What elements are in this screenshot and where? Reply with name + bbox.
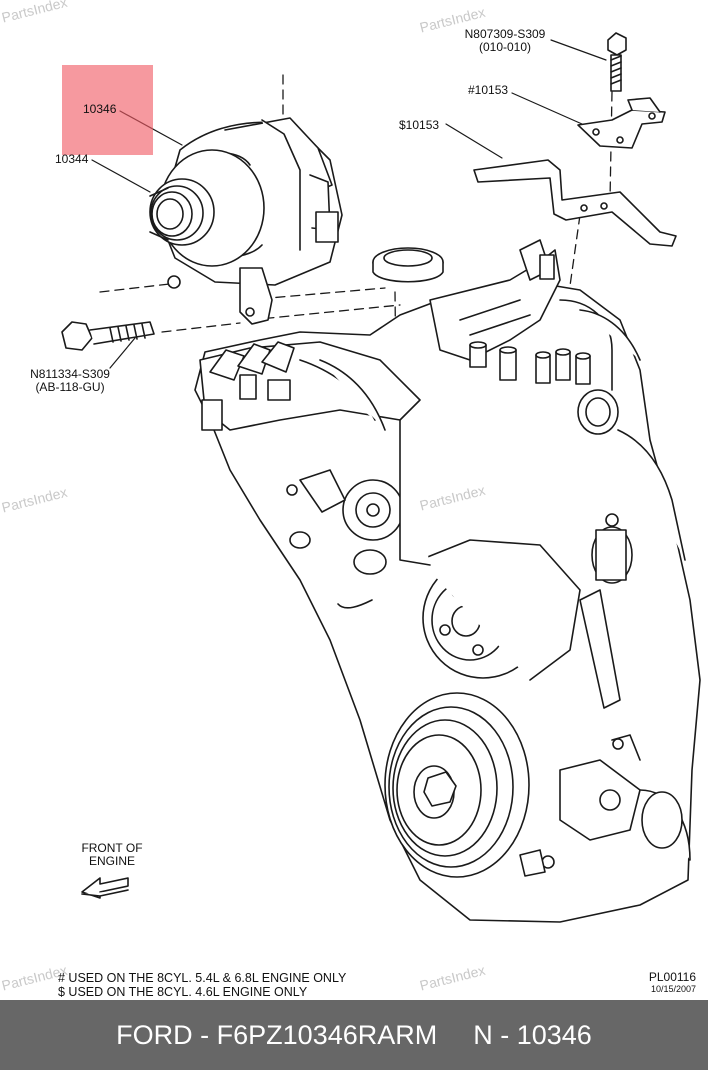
bolt-n811334 — [61, 321, 155, 351]
bracket-hash-10153 — [577, 97, 666, 149]
callout-bracket-dollar[interactable]: $10153 — [399, 118, 440, 132]
front-label-line-1: FRONT OF — [81, 841, 143, 855]
front-arrow-icon — [81, 877, 129, 899]
note-hash: # USED ON THE 8CYL. 5.4L & 6.8L ENGINE O… — [58, 971, 347, 985]
engine-alternator-diagram — [61, 32, 701, 923]
bolt-side-code: (AB-118-GU) — [35, 380, 105, 394]
callout-bracket-hash[interactable]: #10153 — [468, 83, 509, 97]
illustration-code: PL00116 — [648, 970, 696, 984]
highlight-box — [62, 65, 153, 155]
note-dollar: $ USED ON THE 8CYL. 4.6L ENGINE ONLY — [58, 985, 308, 999]
reference-number[interactable]: N - 10346 — [473, 1019, 592, 1050]
bracket-dollar-10153 — [473, 159, 677, 247]
bolt-top-code: (010-010) — [478, 40, 532, 54]
bolt-n807309 — [607, 32, 627, 92]
part-number[interactable]: FORD - F6PZ10346RARM — [116, 1019, 438, 1050]
engine-block — [194, 239, 701, 923]
callout-alternator[interactable]: 10346 — [83, 102, 117, 116]
callout-pulley[interactable]: 10344 — [55, 152, 89, 166]
callout-bolt-side[interactable]: N811334-S309 (AB-118-GU) — [24, 368, 116, 394]
front-of-engine-label: FRONT OF ENGINE — [70, 842, 154, 868]
callout-bolt-top[interactable]: N807309-S309 (010-010) — [460, 28, 550, 54]
bolt-top-number: N807309-S309 — [464, 27, 546, 41]
front-label-line-2: ENGINE — [88, 854, 135, 868]
illustration-date: 10/15/2007 — [650, 984, 696, 994]
bolt-side-number: N811334-S309 — [30, 367, 110, 381]
part-number-bar: FORD - F6PZ10346RARM N - 10346 — [0, 1000, 708, 1070]
alternator-10346 — [149, 117, 343, 325]
